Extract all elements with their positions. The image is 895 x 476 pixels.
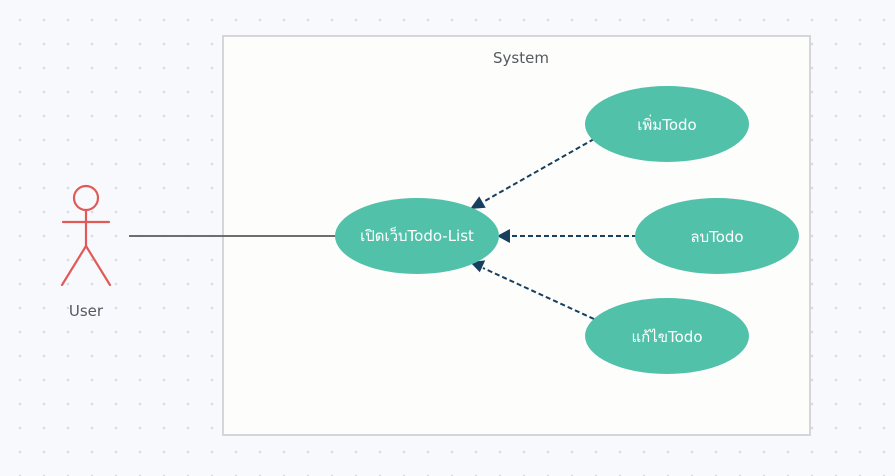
usecase-edit-todo[interactable]: แก้ไขTodo	[585, 298, 749, 374]
actor-label: User	[69, 302, 104, 320]
dependency-delete-to-open[interactable]	[497, 229, 637, 243]
usecase-add-label: เพิ่มTodo	[637, 114, 696, 134]
actor-head	[72, 184, 100, 212]
usecase-open-todo-list[interactable]: เปิดเว็บTodo-List	[335, 198, 499, 274]
usecase-edit-label: แก้ไขTodo	[631, 328, 702, 346]
usecase-delete-label: ลบTodo	[690, 228, 743, 246]
system-boundary-title: System	[493, 49, 549, 67]
usecase-open-shape[interactable]	[335, 198, 499, 274]
usecase-delete-todo[interactable]: ลบTodo	[635, 198, 799, 274]
usecase-edit-shape[interactable]	[585, 298, 749, 374]
dependency-line-edit[interactable]	[482, 267, 595, 320]
dependency-add-to-open[interactable]	[470, 138, 595, 209]
dependency-line-add[interactable]	[482, 138, 595, 203]
actor-right-leg	[84, 244, 112, 287]
actor-left-leg	[60, 244, 88, 287]
actor-user[interactable]: User	[60, 184, 112, 320]
usecase-add-shape[interactable]	[585, 86, 749, 162]
arrowhead-add	[470, 196, 486, 209]
usecase-add-todo[interactable]: เพิ่มTodo	[585, 86, 749, 162]
usecase-open-label: เปิดเว็บTodo-List	[360, 226, 474, 245]
usecase-delete-shape[interactable]	[635, 198, 799, 274]
arrowhead-delete	[497, 229, 510, 243]
